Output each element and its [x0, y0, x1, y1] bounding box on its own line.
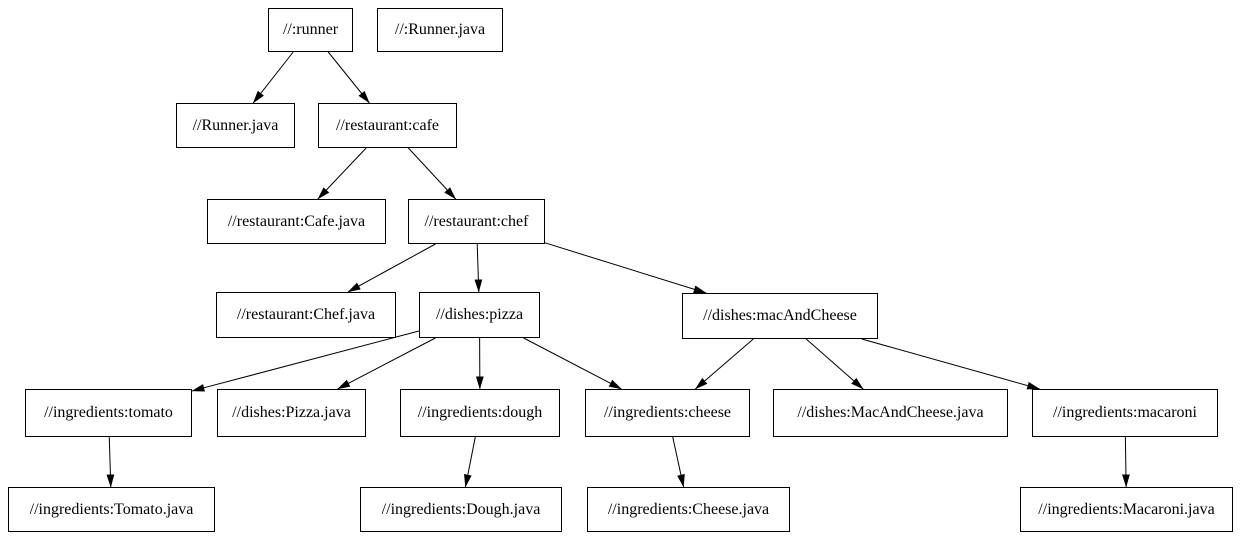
graph-node-dough-java: //ingredients:Dough.java: [360, 487, 562, 532]
graph-node-tomato: //ingredients:tomato: [25, 389, 192, 437]
node-label: //restaurant:Chef.java: [236, 306, 376, 323]
node-label: //restaurant:cafe: [335, 116, 440, 134]
node-label: //dishes:Pizza.java: [232, 404, 351, 421]
edge-mac-and-cheese-to-cheese: [694, 338, 754, 390]
node-label: //restaurant:Cafe.java: [227, 212, 366, 230]
edge-pizza-to-tomato: [191, 330, 420, 392]
edge-chef-to-chef-java: [347, 243, 436, 293]
edge-chef-to-pizza: [474, 243, 483, 293]
edge-cafe-to-cafe-java: [317, 147, 367, 200]
graph-node-chef: //restaurant:chef: [408, 199, 545, 244]
node-label: //ingredients:tomato: [44, 404, 173, 421]
graph-node-cafe-java: //restaurant:Cafe.java: [207, 199, 386, 244]
node-label: //ingredients:Cheese.java: [607, 500, 770, 518]
edge-tomato-to-tomato-java: [106, 436, 115, 488]
edge-chef-to-mac-and-cheese: [544, 242, 707, 294]
edge-mac-and-cheese-to-macaroni: [861, 338, 1041, 390]
edge-dough-to-dough-java: [464, 436, 476, 488]
graph-node-cafe: //restaurant:cafe: [318, 103, 457, 148]
node-label: //restaurant:chef: [424, 212, 529, 230]
graph-node-cheese-java: //ingredients:Cheese.java: [587, 487, 790, 532]
node-label: //dishes:MacAndCheese.java: [797, 404, 984, 421]
node-label: //dishes:pizza: [435, 306, 524, 323]
edge-macaroni-to-macaroni-java: [1122, 436, 1130, 488]
graph-node-root-runner: //:runner: [268, 8, 353, 52]
graph-node-pizza-java: //dishes:Pizza.java: [217, 389, 366, 437]
graph-node-root-runner-java: //:Runner.java: [377, 8, 503, 52]
edge-cafe-to-chef: [407, 147, 457, 200]
node-label: //:Runner.java: [394, 21, 486, 38]
node-label: //dishes:macAndCheese: [703, 307, 857, 324]
node-label: //ingredients:Dough.java: [381, 500, 541, 518]
graph-node-dough: //ingredients:dough: [400, 389, 560, 437]
node-label: //Runner.java: [192, 116, 279, 134]
edge-root-runner-to-cafe: [327, 51, 370, 104]
graph-node-macaroni-java: //ingredients:Macaroni.java: [1020, 487, 1233, 532]
edge-mac-and-cheese-to-mac-and-cheese-java: [805, 338, 864, 390]
node-label: //ingredients:Macaroni.java: [1038, 500, 1215, 518]
graph-node-cheese: //ingredients:cheese: [585, 389, 750, 437]
node-label: //ingredients:macaroni: [1053, 404, 1197, 421]
node-label: //ingredients:cheese: [603, 404, 732, 421]
graph-node-mac-and-cheese-java: //dishes:MacAndCheese.java: [773, 389, 1008, 437]
edge-cheese-to-cheese-java: [672, 436, 685, 488]
edge-pizza-to-cheese: [523, 337, 622, 390]
node-label: //ingredients:Tomato.java: [29, 500, 194, 518]
edge-root-runner-to-runner-java: [252, 51, 294, 104]
graph-node-chef-java: //restaurant:Chef.java: [216, 292, 396, 338]
graph-node-runner-java: //Runner.java: [176, 103, 295, 148]
node-label: //:runner: [282, 21, 339, 38]
node-label: //ingredients:dough: [417, 404, 543, 421]
graph-node-pizza: //dishes:pizza: [419, 292, 540, 338]
graph-node-mac-and-cheese: //dishes:macAndCheese: [682, 293, 878, 339]
graph-node-macaroni: //ingredients:macaroni: [1032, 389, 1218, 437]
graph-node-tomato-java: //ingredients:Tomato.java: [8, 487, 215, 532]
edge-pizza-to-pizza-java: [337, 337, 436, 390]
